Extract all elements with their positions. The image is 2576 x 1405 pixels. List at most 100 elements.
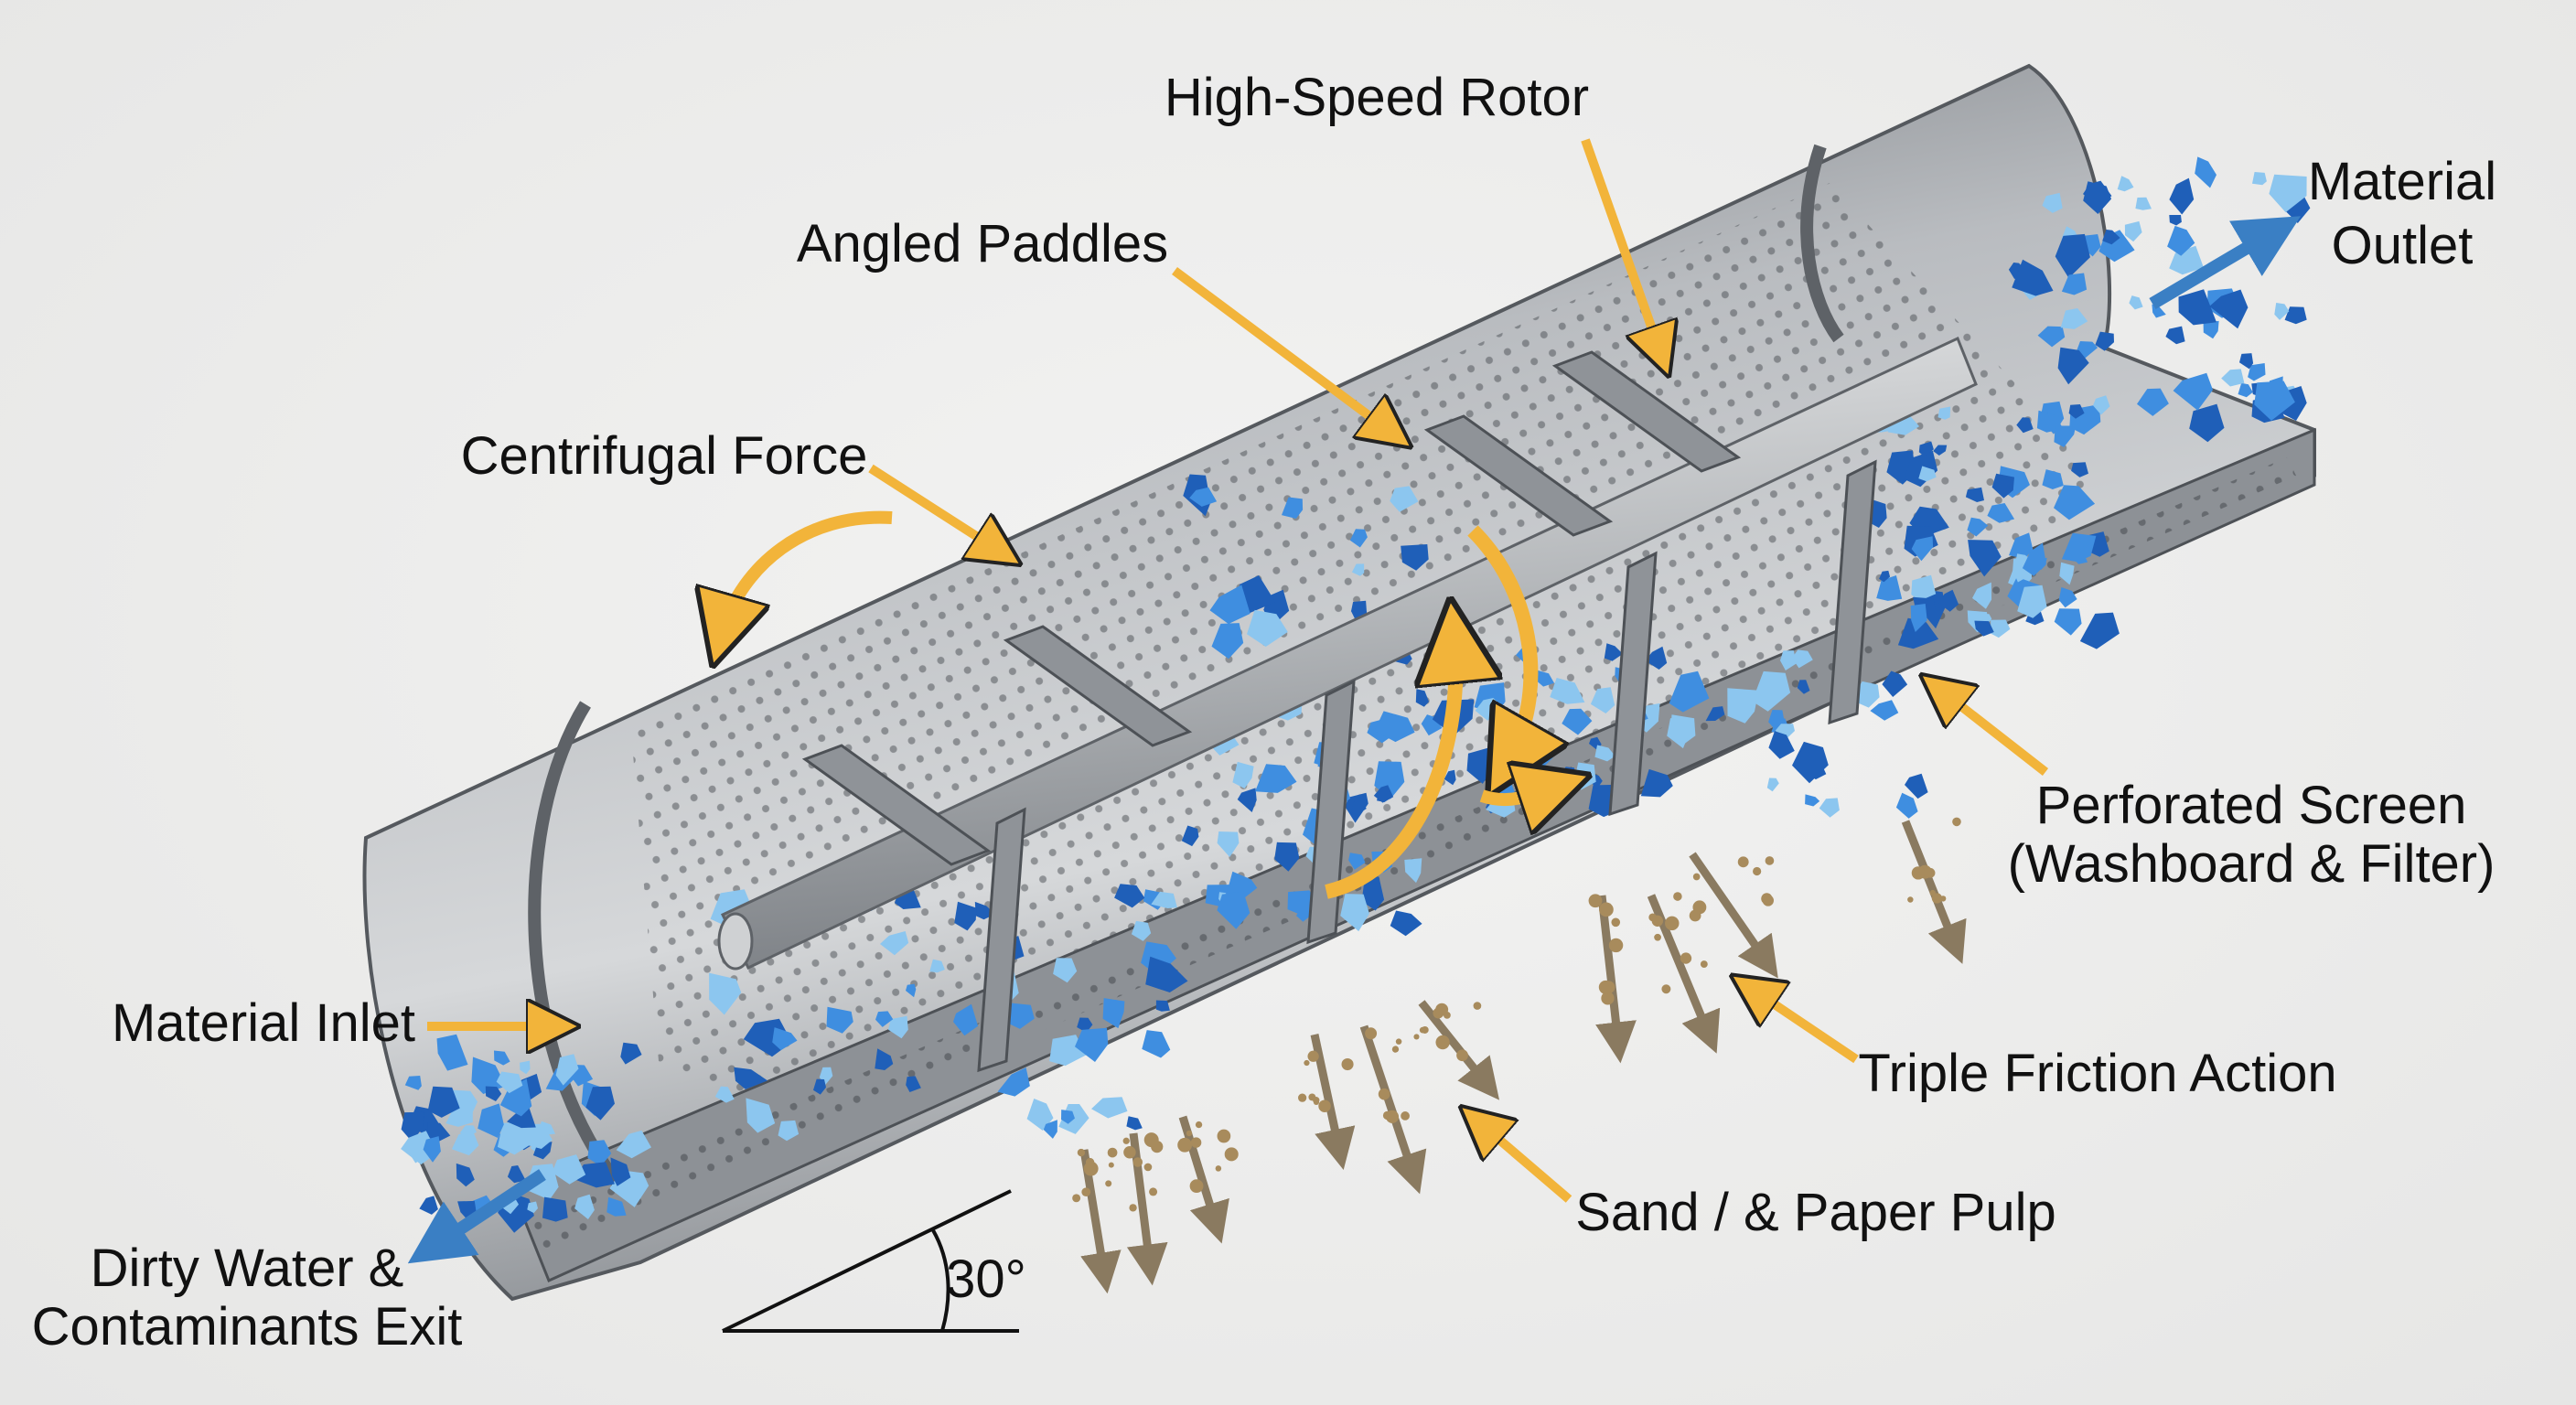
- sand-particle: [1186, 1130, 1193, 1137]
- plastic-flake: [2054, 485, 2096, 520]
- dirty-water-flow-arrow: [407, 1169, 546, 1264]
- plastic-flake: [1126, 1116, 1143, 1131]
- plastic-flake: [2195, 156, 2216, 188]
- plastic-flake: [524, 1123, 553, 1149]
- sand-particle: [1195, 1121, 1203, 1129]
- plastic-flake: [2061, 273, 2088, 295]
- plastic-flake: [419, 1196, 438, 1215]
- sand-particle: [1365, 1027, 1378, 1040]
- label-centrifugal-force: Centrifugal Force: [461, 426, 868, 486]
- plastic-flake: [875, 1048, 894, 1070]
- paddle: [1551, 350, 1742, 473]
- sand-particle: [1304, 1059, 1310, 1067]
- plastic-flake: [875, 1011, 894, 1027]
- plastic-flake: [574, 1162, 615, 1188]
- plastic-flake: [2054, 608, 2082, 636]
- plastic-flake: [1792, 741, 1829, 784]
- centrifugal-curve-arrow: [723, 510, 893, 631]
- sand-particle: [1435, 1035, 1450, 1050]
- sand-particle: [1077, 1148, 1086, 1157]
- plastic-flake: [1550, 678, 1585, 704]
- plastic-flake: [616, 1130, 651, 1159]
- plastic-flake: [888, 1015, 908, 1039]
- sand-particle: [1762, 895, 1775, 906]
- plastic-flake: [1819, 798, 1840, 818]
- plastic-flake: [2037, 326, 2066, 348]
- plastic-flake: [734, 1067, 768, 1089]
- plastic-flake: [1895, 792, 1918, 819]
- plastic-flake: [1189, 487, 1218, 507]
- sand-particle: [1149, 1187, 1158, 1196]
- plastic-flake: [574, 1194, 595, 1219]
- plastic-flake: [2022, 542, 2046, 576]
- plastic-flake: [1938, 589, 1959, 612]
- shaft-end: [717, 912, 754, 971]
- sand-particle: [1215, 1165, 1222, 1172]
- plastic-flake: [1766, 778, 1779, 792]
- sand-particle: [1456, 1049, 1468, 1062]
- sand-particle: [1177, 1137, 1193, 1153]
- plastic-flake: [1897, 617, 1939, 649]
- plastic-flake: [1974, 620, 1994, 637]
- plastic-flake: [1933, 445, 1948, 456]
- sand-particle: [1654, 933, 1661, 941]
- contaminant-arrow: [1126, 1132, 1168, 1286]
- contaminant-arrow: [1595, 895, 1637, 1064]
- plastic-flake: [1282, 497, 1304, 519]
- plastic-flake: [606, 1196, 627, 1217]
- sand-particle: [1939, 896, 1947, 902]
- plastic-flake: [555, 1054, 579, 1086]
- plastic-flake: [2117, 176, 2134, 192]
- plastic-flake: [2012, 259, 2054, 296]
- outlet-flow-arrow: [2149, 216, 2302, 310]
- plastic-flake: [997, 1067, 1030, 1097]
- label-triple-friction: Triple Friction Action: [1858, 1044, 2336, 1103]
- sand-particle: [1083, 1161, 1099, 1176]
- sand-particle: [1072, 1194, 1081, 1203]
- plastic-flake: [2009, 532, 2034, 559]
- label-angled-paddles: Angled Paddles: [797, 214, 1168, 273]
- sand-particle: [1601, 984, 1611, 994]
- plastic-flake: [2054, 425, 2077, 447]
- sand-particle: [1107, 1147, 1118, 1158]
- sand-particle: [1122, 1137, 1130, 1144]
- angled-paddles: [801, 350, 1877, 1073]
- sand-particle: [1313, 1099, 1320, 1106]
- paddles-callout-arrow: [1172, 266, 1390, 432]
- paddle: [1828, 459, 1877, 725]
- sand-particle: [1765, 856, 1775, 865]
- plastic-flake: [1247, 609, 1288, 647]
- plastic-flake: [1967, 517, 1989, 537]
- sand-particle: [1382, 1110, 1392, 1121]
- label-perforated-screen-1: Perforated Screen: [2036, 776, 2467, 835]
- sand-particle: [1391, 1046, 1400, 1053]
- plastic-flake: [2042, 469, 2064, 489]
- plastic-flake: [1918, 441, 1934, 457]
- plastic-flake: [826, 1006, 853, 1034]
- plastic-flake: [1351, 600, 1368, 623]
- sand-particle: [1395, 1038, 1402, 1045]
- label-dirty-water-2: Contaminants Exit: [32, 1297, 463, 1357]
- plastic-flake: [2057, 347, 2089, 385]
- sand-particle: [1378, 1088, 1390, 1100]
- plastic-flake: [2079, 612, 2120, 649]
- angle-arc: [931, 1229, 950, 1332]
- plastic-flake: [1965, 487, 1984, 502]
- plastic-flake: [1562, 708, 1593, 735]
- plastic-flake: [1217, 831, 1240, 857]
- sand-particle: [1143, 1132, 1159, 1148]
- label-material-inlet: Material Inlet: [112, 993, 415, 1053]
- plastic-flake: [906, 1076, 921, 1092]
- plastic-flake: [1640, 768, 1673, 798]
- plastic-flake: [2042, 192, 2063, 213]
- plastic-flake: [2252, 172, 2267, 186]
- contaminant-arrow: [1901, 820, 1967, 964]
- sand-particle: [1123, 1146, 1136, 1159]
- plastic-flake: [2189, 403, 2225, 443]
- plastic-flake: [2209, 289, 2249, 329]
- plastic-flake: [2221, 369, 2245, 387]
- rotation-arrow-right: [1479, 787, 1555, 799]
- plastic-flake: [1876, 575, 1903, 601]
- plastic-flake: [1791, 649, 1813, 669]
- plastic-flake: [906, 983, 917, 998]
